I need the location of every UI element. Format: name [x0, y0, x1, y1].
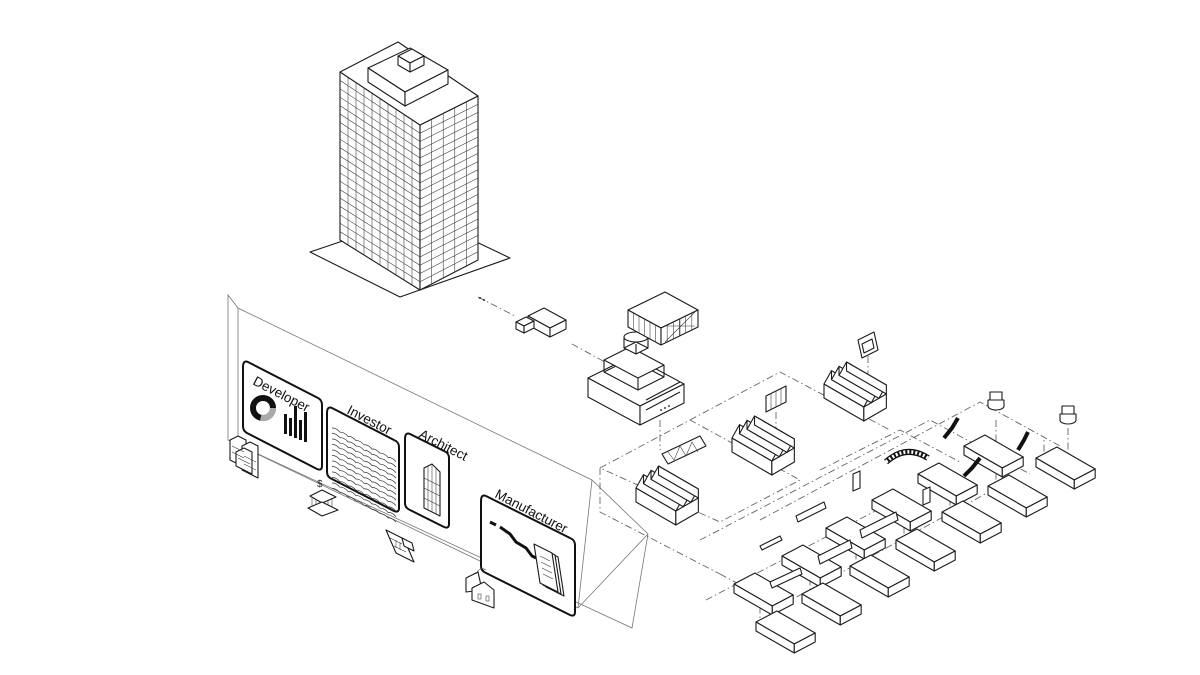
manufacturer-card[interactable]: Manufacturer [480, 486, 576, 617]
door-component-1 [852, 470, 861, 492]
toilet-icon-1 [987, 391, 1005, 411]
mini-factory [635, 465, 699, 526]
site-pad [963, 434, 1024, 478]
mini-factories [635, 361, 887, 526]
document-stack-icon [533, 543, 565, 597]
facade-module-component [857, 331, 879, 359]
site-pad [987, 474, 1048, 518]
site-pad [895, 528, 956, 572]
site-pad [941, 500, 1002, 544]
tower-facade-grid [339, 77, 479, 285]
site-pads [733, 434, 1096, 654]
site-pad [1035, 446, 1096, 490]
truss-beam-component [661, 435, 707, 465]
pipe-fittings [942, 416, 1030, 478]
bar-chart-icon [284, 406, 307, 442]
donut-chart-icon [250, 395, 276, 421]
svg-text:$: $ [317, 479, 323, 490]
steel-beams [759, 501, 899, 589]
factory-icon [465, 568, 495, 609]
blueprint-icon [385, 529, 415, 563]
toilet-icon-2 [1059, 405, 1077, 425]
site-pad [733, 572, 794, 616]
container-grid-lines [633, 311, 696, 343]
site-pad [755, 610, 816, 654]
developer-card[interactable]: Developer [242, 360, 323, 471]
container-module [627, 291, 699, 346]
site-pad [849, 554, 910, 598]
window-panel-component [765, 385, 787, 413]
wave-pattern [331, 427, 397, 523]
buildings-icon [229, 435, 259, 479]
truck-icon [515, 307, 567, 338]
investor-card[interactable]: Investor [326, 402, 400, 523]
building-model-icon [423, 463, 441, 517]
duct-pipe-component [883, 449, 930, 465]
architect-card[interactable]: Architect [404, 426, 470, 529]
bank-dollar-icon: $ [307, 479, 339, 517]
site-pad [917, 462, 978, 506]
mini-factory [823, 361, 887, 422]
factory-building [587, 331, 685, 426]
door-component-2 [922, 486, 931, 506]
site-pad [801, 582, 862, 626]
mini-factory [731, 415, 795, 476]
tower-building [309, 41, 511, 298]
assembly-line-icon [489, 520, 537, 560]
